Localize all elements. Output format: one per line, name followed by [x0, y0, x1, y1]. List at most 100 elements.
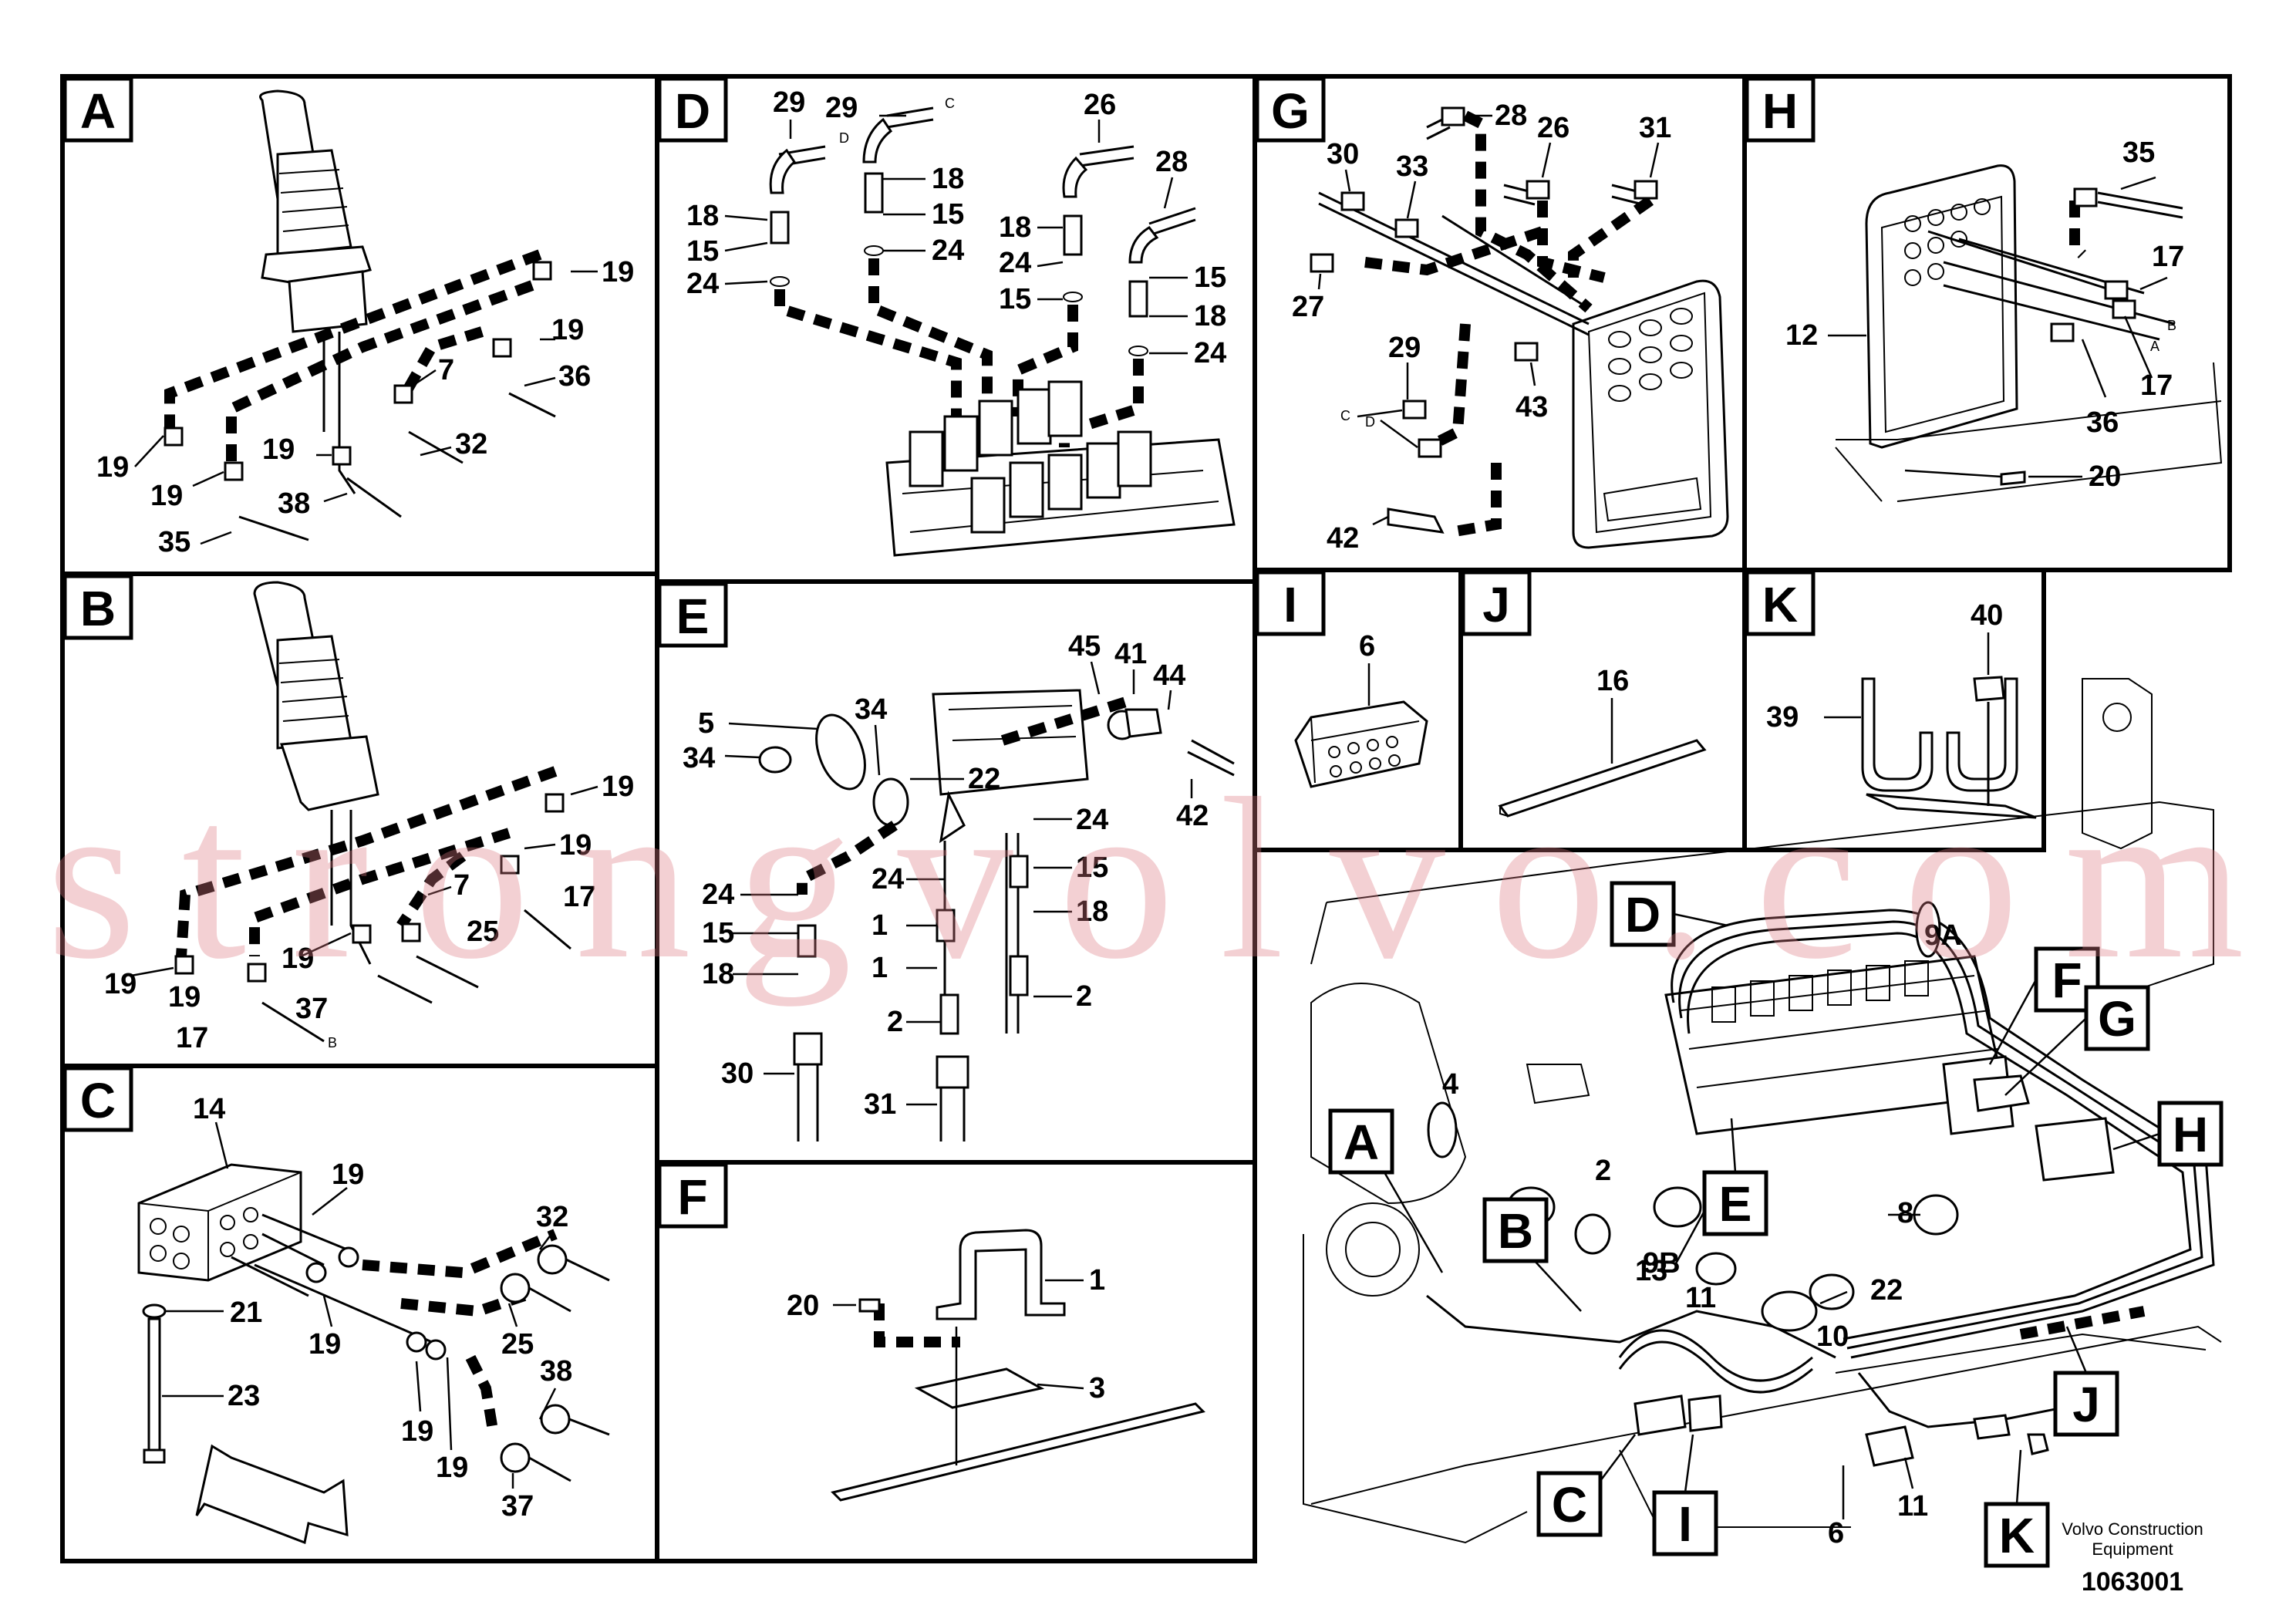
panel-g-drawing: 28 26 31 30 33 27 29 C D 43 42	[1292, 99, 1729, 555]
overview-callout-1: D	[1625, 887, 1660, 943]
callout-f-2: 1	[1089, 1264, 1105, 1297]
callout-e-6: 34	[855, 693, 887, 726]
callout-e-2: 41	[1114, 638, 1147, 670]
callout-e-20: 30	[721, 1057, 754, 1090]
callout-e-7: 22	[968, 763, 1000, 795]
callout-e-3: 44	[1153, 659, 1185, 692]
panel-letter-e: E	[676, 588, 710, 644]
callout-a-9: 19	[96, 451, 129, 484]
callout-a-5: 32	[455, 428, 487, 460]
callout-g-11: 42	[1327, 522, 1359, 555]
panel-f-drawing: 20 1 3	[787, 1229, 1205, 1502]
callout-e-17: 1	[872, 952, 888, 984]
callout-d-5: 26	[1084, 89, 1116, 121]
callout-g-10: 43	[1515, 391, 1548, 423]
callout-k-2: 39	[1766, 701, 1799, 733]
callout-a-7: 19	[150, 480, 183, 512]
callout-e-5: 34	[683, 742, 715, 774]
overview-callout-10: J	[2072, 1377, 2100, 1432]
callout-d-2: 29	[825, 92, 858, 124]
callout-c-10: 19	[436, 1452, 468, 1484]
callout-a-2: 19	[551, 314, 584, 346]
panel-letter-c: C	[80, 1073, 116, 1128]
callout-e-13: 18	[1076, 895, 1108, 928]
panel-j-drawing: 16	[1498, 665, 1707, 818]
callout-g-7: 29	[1388, 332, 1421, 364]
callout-d-18: 24	[1194, 337, 1226, 369]
callout-b-7: 19	[168, 981, 201, 1013]
callout-c-7: 23	[228, 1380, 260, 1412]
panel-k-drawing: 40 39	[1766, 599, 2037, 819]
callout-c-3: 32	[536, 1201, 568, 1233]
overview-label-8: 11	[1685, 1282, 1716, 1314]
callout-b-10: 17	[176, 1022, 208, 1054]
callout-b-4: 17	[563, 881, 595, 913]
footer: Volvo Construction Equipment 1063001	[2062, 1519, 2203, 1597]
overview-callout-6: A	[1344, 1114, 1379, 1170]
callout-h-6: 17	[2140, 369, 2173, 402]
callout-d-12: 24	[932, 234, 964, 267]
overview-label-7: 22	[1870, 1274, 1903, 1307]
overview-callout-8: C	[1552, 1477, 1587, 1533]
callout-d-13: 18	[999, 211, 1031, 244]
callout-c-2: 19	[332, 1158, 364, 1191]
callout-e-9: 24	[1076, 804, 1108, 836]
callout-h-5: A	[2150, 339, 2159, 354]
panel-d-drawing: 29 29 C D 26 28 18 18 15 15 24 24 18 15 …	[686, 86, 1236, 557]
callout-h-8: 20	[2089, 460, 2121, 493]
callout-c-5: 19	[308, 1328, 341, 1361]
callout-e-4: 5	[698, 707, 714, 740]
callout-d-11: 24	[686, 268, 719, 300]
callout-c-8: 38	[540, 1355, 572, 1388]
overview-label-11: 11	[1897, 1490, 1928, 1523]
callout-f-1: 20	[787, 1290, 819, 1322]
callout-d-15: 24	[999, 247, 1031, 279]
overview-drawing: D F G H E A B C I J K 9A 4 2 9B 8 13 22 …	[1303, 678, 2224, 1568]
callout-b-3: 7	[453, 869, 470, 902]
callout-a-3: 7	[438, 354, 454, 386]
callout-h-4: B	[2167, 318, 2176, 333]
panel-letter-k: K	[1762, 577, 1798, 632]
callout-g-4: 30	[1327, 138, 1359, 170]
callout-e-8: 42	[1176, 800, 1209, 832]
callout-g-6: 27	[1292, 291, 1324, 323]
callout-e-19: 2	[1076, 980, 1092, 1013]
panel-letter-a: A	[80, 83, 116, 139]
panel-c-drawing: 14 19 32 21 19 25 23 38 19 19 37	[137, 1093, 610, 1545]
callout-d-1: 29	[773, 86, 805, 119]
callout-e-1: 45	[1068, 630, 1101, 663]
callout-g-1: 28	[1495, 99, 1527, 132]
footer-company-line2: Equipment	[2092, 1539, 2173, 1559]
overview-callout-5: E	[1719, 1176, 1752, 1232]
callout-a-8: 38	[278, 487, 310, 520]
callout-d-16: 18	[1194, 300, 1226, 332]
callout-d-17: 15	[999, 283, 1031, 315]
panel-k-frame	[1742, 568, 2046, 852]
callout-e-14: 18	[702, 958, 734, 990]
callout-e-12: 15	[702, 917, 734, 949]
overview-callout-2: F	[2052, 953, 2082, 1008]
panel-i-drawing: 6	[1294, 630, 1428, 788]
overview-callout-3: G	[2098, 991, 2136, 1047]
panel-letter-j: J	[1482, 577, 1510, 632]
overview-label-10: 6	[1828, 1517, 1844, 1549]
callout-c-11: 37	[501, 1490, 534, 1523]
callout-h-3: 17	[2152, 241, 2184, 273]
callout-j-1: 16	[1596, 665, 1629, 697]
callout-g-5: 33	[1396, 150, 1428, 183]
panel-a-drawing: 19 19 7 36 32 19 19 38 19 35	[96, 89, 634, 558]
callout-e-18: 2	[887, 1006, 903, 1038]
callout-g-8: C	[1340, 408, 1350, 423]
callout-c-1: 14	[193, 1093, 225, 1125]
callout-d-4: D	[839, 130, 849, 146]
callout-h-2: 12	[1785, 319, 1818, 352]
callout-g-2: 26	[1537, 112, 1569, 144]
callout-c-6: 25	[501, 1328, 534, 1361]
callout-a-4: 36	[558, 360, 591, 393]
callout-b-9: 19	[104, 968, 137, 1000]
panel-letter-i: I	[1283, 577, 1297, 632]
callout-i-1: 6	[1359, 630, 1375, 663]
panel-b-drawing: 19 19 7 17 25 19 19 37 19 17 B	[104, 581, 634, 1054]
callout-h-1: 35	[2122, 137, 2155, 169]
